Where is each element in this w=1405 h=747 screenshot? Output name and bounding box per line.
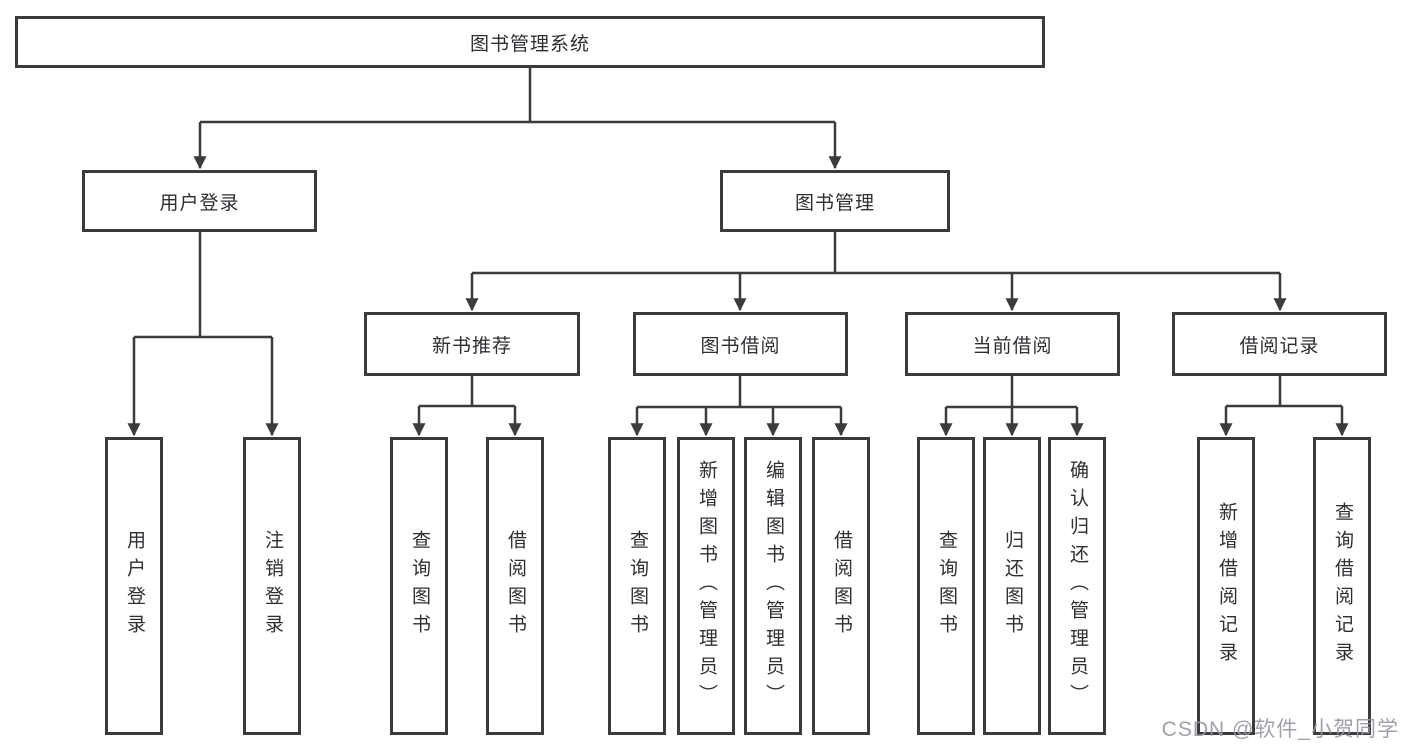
leaf-query-books-recommend: 查询图书 [390,437,448,735]
leaf-query-books-current: 查询图书 [917,437,975,735]
leaf-user-login: 用户登录 [105,437,163,735]
leaf-query-books-borrow: 查询图书 [608,437,666,735]
leaf-edit-books-admin: 编辑图书（管理员） [744,437,802,735]
node-new-book-recommend: 新书推荐 [364,312,580,376]
csdn-watermark: CSDN @软件_小贺同学 [1161,718,1399,741]
node-book-management: 图书管理 [720,170,950,232]
node-library-management-system: 图书管理系统 [15,16,1045,68]
leaf-add-books-admin: 新增图书（管理员） [677,437,735,735]
node-book-borrow: 图书借阅 [633,312,848,376]
leaf-borrow-books: 借阅图书 [812,437,870,735]
leaf-add-borrow-record: 新增借阅记录 [1197,437,1255,735]
leaf-borrow-books-recommend: 借阅图书 [486,437,544,735]
leaf-logout: 注销登录 [243,437,301,735]
leaf-return-books: 归还图书 [983,437,1041,735]
node-user-login: 用户登录 [82,170,317,232]
leaf-confirm-return-admin: 确认归还（管理员） [1048,437,1106,735]
node-borrow-records: 借阅记录 [1172,312,1387,376]
leaf-query-borrow-record: 查询借阅记录 [1313,437,1371,735]
node-current-borrow: 当前借阅 [905,312,1120,376]
